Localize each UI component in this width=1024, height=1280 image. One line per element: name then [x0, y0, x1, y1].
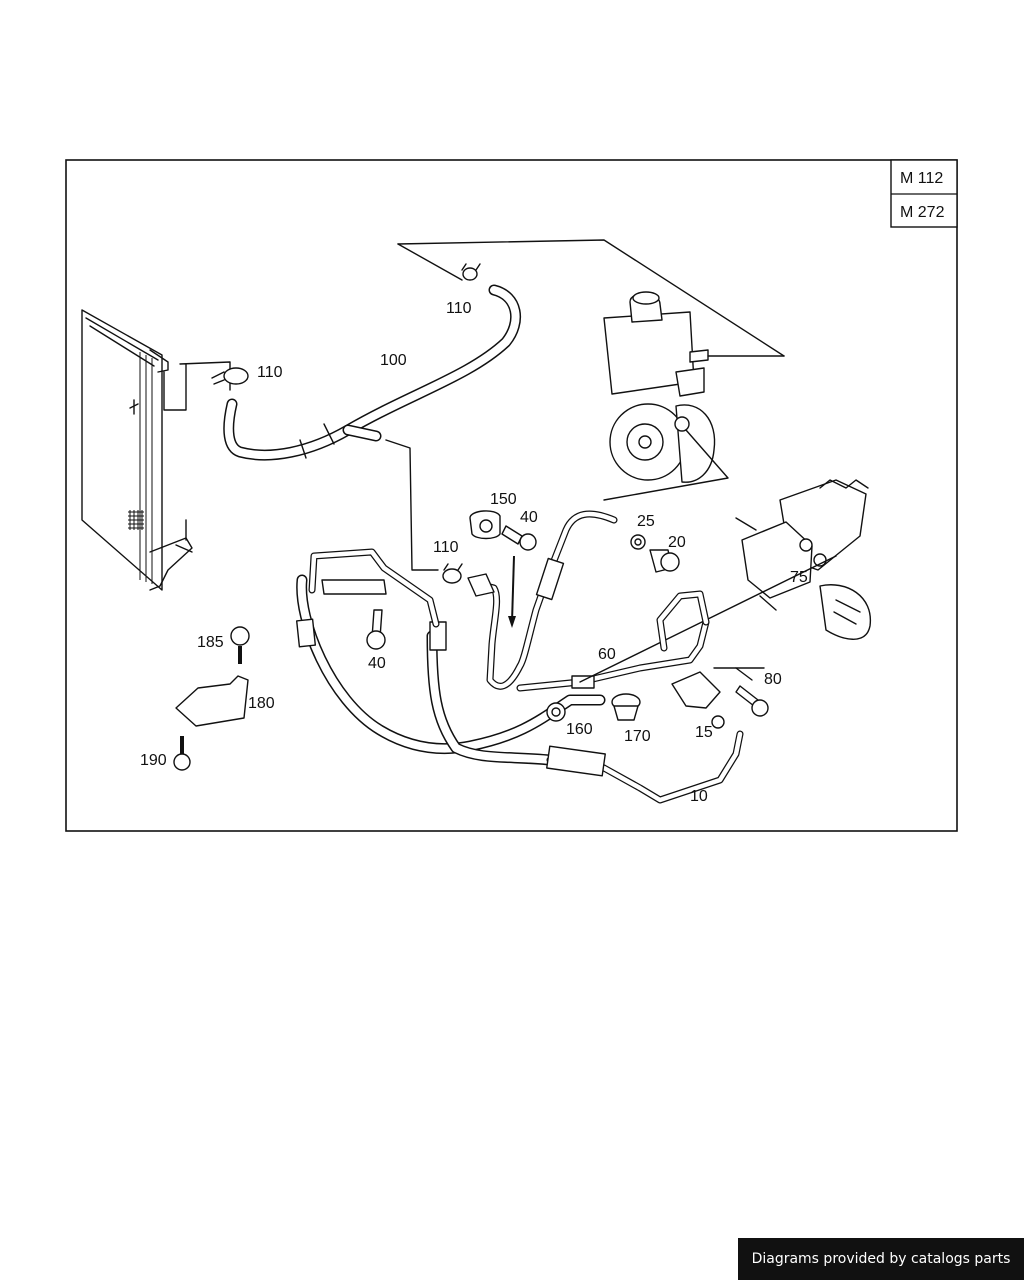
callout-25: 25: [637, 513, 655, 530]
callout-170: 170: [624, 728, 651, 745]
credit-banner: Diagrams provided by catalogs parts: [738, 1238, 1024, 1280]
engine-code-m112: M 112: [900, 170, 943, 187]
callout-80: 80: [764, 671, 782, 688]
callout-185: 185: [197, 634, 224, 651]
callout-100: 100: [380, 352, 407, 369]
callout-20: 20: [668, 534, 686, 551]
hose-100-drawing: [163, 284, 521, 461]
engine-code-box: M 112 M 272: [890, 159, 958, 228]
callout-160: 160: [566, 721, 593, 738]
callout-180: 180: [248, 695, 275, 712]
engine-code-m272: M 272: [900, 204, 945, 221]
callout-110-top: 110: [446, 300, 472, 317]
line-60-drawing: [474, 510, 837, 692]
callout-150: 150: [490, 491, 517, 508]
callout-75: 75: [790, 569, 808, 586]
steering-gear-drawing: [735, 479, 871, 640]
callout-40-upper: 40: [520, 509, 538, 526]
reservoir-and-pump-drawing: [397, 239, 785, 501]
callout-labels: 110 110 100 150 40 110 25 20 75 185 40 6…: [140, 300, 808, 805]
radiator-drawing: [81, 309, 193, 591]
callout-10: 10: [690, 788, 708, 805]
callout-110-left: 110: [257, 364, 283, 381]
callout-190: 190: [140, 752, 167, 769]
callout-40-lower: 40: [368, 655, 386, 672]
callout-15: 15: [695, 724, 713, 741]
callout-60: 60: [598, 646, 616, 663]
callout-110-middle: 110: [433, 539, 459, 556]
small-parts: [173, 263, 769, 771]
credit-text: Diagrams provided by catalogs parts: [751, 1251, 1011, 1267]
line-10-drawing: [295, 548, 744, 804]
